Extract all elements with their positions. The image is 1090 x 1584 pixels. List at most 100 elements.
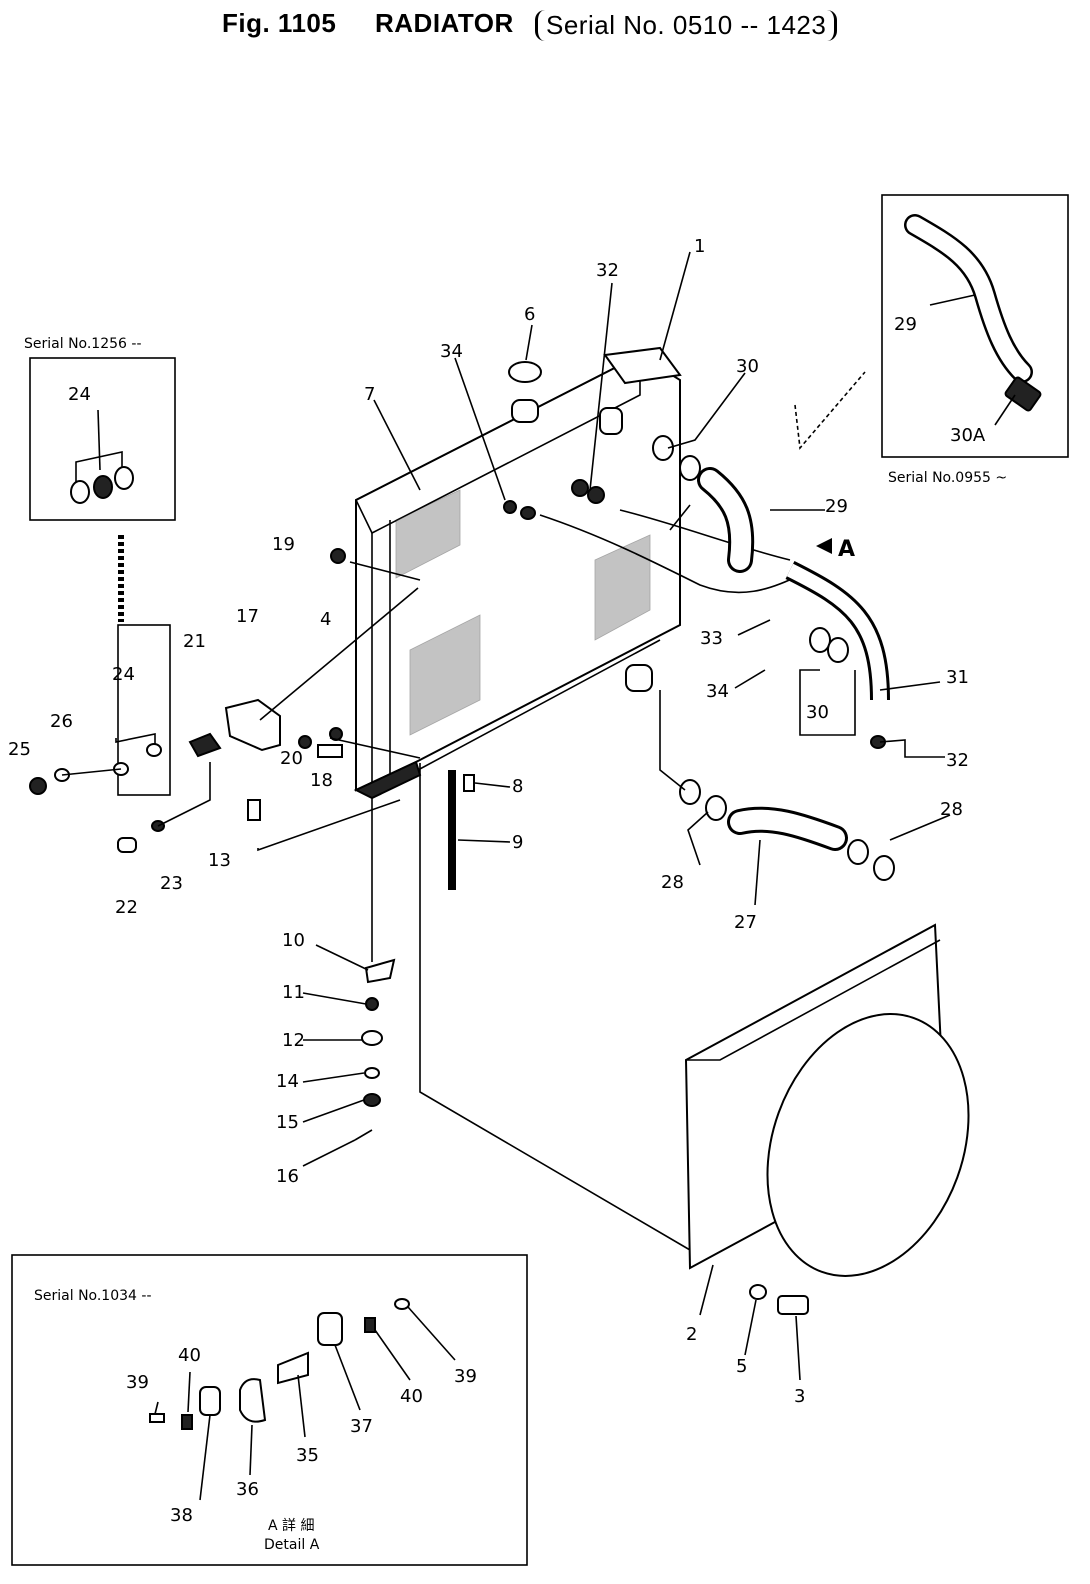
inset-top-left-serial: Serial No.1256 --: [24, 336, 142, 352]
detail-a-arrow: [816, 538, 832, 554]
callout-40-left: 40: [178, 1345, 201, 1366]
inset-mid-left-frame: [117, 624, 171, 796]
bracket-part: [188, 732, 222, 758]
callout-35: 35: [296, 1445, 319, 1466]
leader-line: [525, 324, 533, 361]
leader-line: [61, 768, 122, 776]
radiator-top-tank: [354, 353, 641, 535]
washer-part: [114, 466, 134, 490]
callout-13: 13: [208, 850, 231, 871]
fitting-part: [317, 1312, 343, 1346]
leader-line: [302, 1072, 365, 1083]
figure-title: RADIATOR: [375, 8, 514, 38]
stay-rod: [794, 371, 866, 450]
clamp-part: [705, 795, 727, 821]
bolt-part: [117, 837, 137, 853]
callout-26: 26: [50, 711, 73, 732]
callout-23: 23: [160, 873, 183, 894]
shroud-ring: [766, 1013, 970, 1277]
inlet-pipe: [599, 407, 623, 435]
washer-part: [394, 1298, 410, 1310]
callout-9: 9: [512, 832, 523, 853]
callout-36: 36: [236, 1479, 259, 1500]
leader-line: [334, 1344, 361, 1411]
inset-top-right-serial: Serial No.0955 ~: [888, 470, 1007, 486]
plate-part: [364, 958, 396, 984]
callout-4: 4: [320, 609, 331, 630]
inset-bottom-left-frame: [11, 1254, 528, 1566]
core-mesh: [395, 489, 461, 579]
washer-part: [298, 735, 312, 749]
callout-14: 14: [276, 1071, 299, 1092]
callout-19: 19: [272, 534, 295, 555]
leader-line: [315, 944, 369, 971]
filler-neck: [511, 399, 539, 423]
leader-line: [329, 737, 421, 759]
bracket-part: [277, 1351, 309, 1385]
clamp-part: [679, 779, 701, 805]
callout-37: 37: [350, 1416, 373, 1437]
bolt-part: [777, 1295, 809, 1315]
callout-3: 3: [794, 1386, 805, 1407]
callout-8: 8: [512, 776, 523, 797]
washer-part: [364, 1067, 380, 1079]
leader-line: [259, 587, 419, 721]
callout-32-top: 32: [596, 260, 619, 281]
washer-part: [363, 1093, 381, 1107]
callout-30-top: 30: [736, 356, 759, 377]
leader-line: [115, 733, 156, 745]
leader-line: [297, 1374, 306, 1438]
clamp-part: [1004, 376, 1042, 412]
leader-line: [879, 681, 941, 691]
clamp-part: [873, 855, 895, 881]
clamp-part: [652, 435, 674, 461]
callout-40-right: 40: [400, 1386, 423, 1407]
leader-line: [257, 799, 401, 852]
leader-line: [374, 1329, 411, 1381]
leader-line: [154, 1401, 159, 1415]
callout-33: 33: [700, 628, 723, 649]
nut-part: [330, 548, 346, 564]
bolt-part: [149, 1413, 165, 1423]
leader-line: [929, 294, 976, 306]
callout-29-inset: 29: [894, 314, 917, 335]
leader-line: [699, 1264, 714, 1316]
pipe-part: [619, 509, 791, 561]
callout-12: 12: [282, 1030, 305, 1051]
callout-21: 21: [183, 631, 206, 652]
callout-38: 38: [170, 1505, 193, 1526]
leader-line: [302, 992, 367, 1005]
serial-range: Serial No. 0510 -- 1423: [535, 10, 838, 41]
clamp-part: [679, 455, 701, 481]
inset-top-right-frame: [881, 194, 1069, 458]
nut-part: [29, 777, 47, 795]
clamp-body-part: [239, 1378, 267, 1423]
outlet-pipe: [625, 664, 653, 692]
nut-part: [361, 1030, 383, 1046]
leader-line: [457, 839, 511, 843]
callout-28-left: 28: [661, 872, 684, 893]
bottom-tank: [417, 639, 661, 771]
callout-31: 31: [946, 667, 969, 688]
core-mesh: [409, 614, 481, 736]
callout-18: 18: [310, 770, 333, 791]
callout-1: 1: [694, 236, 705, 257]
inset-bottom-left-serial: Serial No.1034 --: [34, 1288, 152, 1304]
washer-part: [365, 997, 379, 1011]
callout-5: 5: [736, 1356, 747, 1377]
hose-part-fill: [786, 563, 887, 701]
bolt-part: [317, 744, 343, 758]
callout-39-left: 39: [126, 1372, 149, 1393]
leader-line: [744, 1299, 757, 1356]
shroud-edge: [686, 939, 941, 1061]
leader-line: [419, 763, 691, 1251]
detail-a-label: Detail A: [264, 1537, 320, 1553]
fan-shroud: [684, 923, 970, 1277]
washer-part: [749, 1284, 767, 1300]
leader-line: [349, 561, 421, 581]
callout-24: 24: [112, 664, 135, 685]
callout-27: 27: [734, 912, 757, 933]
leader-line: [589, 282, 613, 491]
detail-a-marker: A: [838, 537, 855, 562]
leader-line: [879, 739, 945, 758]
